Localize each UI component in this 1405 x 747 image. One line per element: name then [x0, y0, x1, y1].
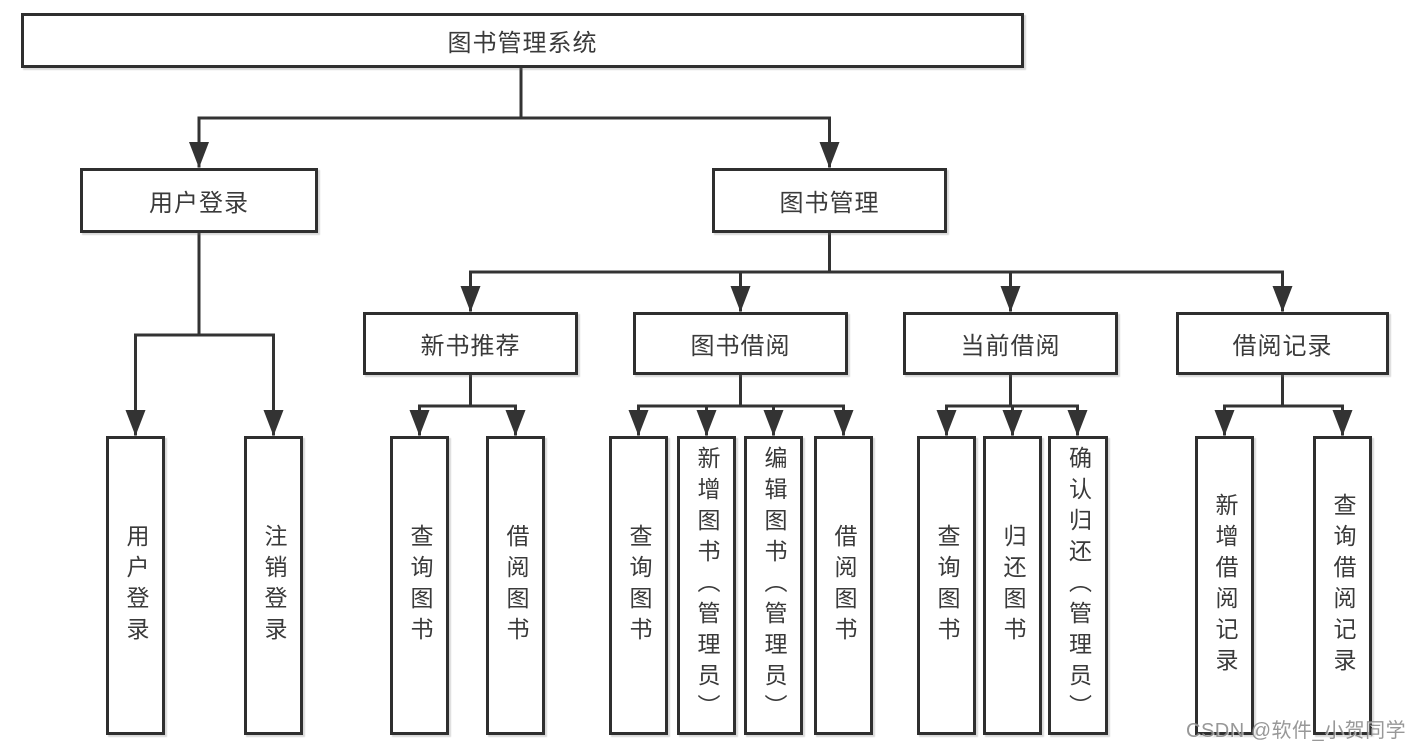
leaf-label: 查询图书: [626, 523, 652, 648]
leaf-current-return-books: 归还图书: [983, 436, 1042, 735]
node-label: 用户登录: [149, 190, 249, 217]
leaf-user-login: 用户登录: [106, 436, 165, 735]
leaf-record-query-borrow-record: 查询借阅记录: [1313, 436, 1372, 735]
watermark: CSDN @软件_小贺同学: [1186, 720, 1405, 742]
node-label: 图书管理: [779, 190, 880, 217]
node-library-management-system: 图书管理系统: [21, 13, 1024, 68]
leaf-borrow-borrow-books: 借阅图书: [814, 436, 873, 735]
leaf-label: 确认归还（管理员）: [1065, 446, 1092, 725]
leaf-current-confirm-return-admin: 确认归还（管理员）: [1048, 436, 1108, 735]
leaf-borrow-query-books: 查询图书: [609, 436, 668, 735]
leaf-label: 查询图书: [934, 523, 960, 648]
leaf-label: 新增借阅记录: [1212, 492, 1238, 679]
leaf-label: 归还图书: [1000, 523, 1026, 648]
leaf-label: 用户登录: [123, 523, 149, 648]
node-current-borrow: 当前借阅: [903, 312, 1118, 375]
node-borrow-record: 借阅记录: [1176, 312, 1389, 375]
node-label: 当前借阅: [960, 333, 1061, 360]
node-user-login: 用户登录: [80, 168, 318, 233]
node-book-management: 图书管理: [712, 168, 947, 233]
node-label: 图书借阅: [690, 333, 791, 360]
leaf-record-add-borrow-record: 新增借阅记录: [1195, 436, 1254, 735]
leaf-label: 借阅图书: [831, 523, 857, 648]
leaf-borrow-edit-books-admin: 编辑图书（管理员）: [744, 436, 803, 735]
leaf-logout-login: 注销登录: [244, 436, 303, 735]
leaf-newbook-borrow-books: 借阅图书: [486, 436, 545, 735]
node-new-book-recommend: 新书推荐: [363, 312, 578, 375]
leaf-label: 编辑图书（管理员）: [761, 446, 787, 725]
node-label: 图书管理系统: [447, 30, 598, 57]
leaf-label: 查询图书: [407, 523, 433, 648]
leaf-borrow-add-books-admin: 新增图书（管理员）: [677, 436, 736, 735]
node-book-borrow: 图书借阅: [633, 312, 848, 375]
leaf-label: 借阅图书: [503, 523, 529, 648]
leaf-newbook-query-books: 查询图书: [390, 436, 449, 735]
node-label: 新书推荐: [420, 333, 521, 360]
leaf-label: 查询借阅记录: [1330, 492, 1356, 679]
node-label: 借阅记录: [1232, 333, 1333, 360]
leaf-current-query-books: 查询图书: [917, 436, 976, 735]
leaf-label: 新增图书（管理员）: [694, 446, 720, 725]
leaf-label: 注销登录: [261, 523, 287, 648]
